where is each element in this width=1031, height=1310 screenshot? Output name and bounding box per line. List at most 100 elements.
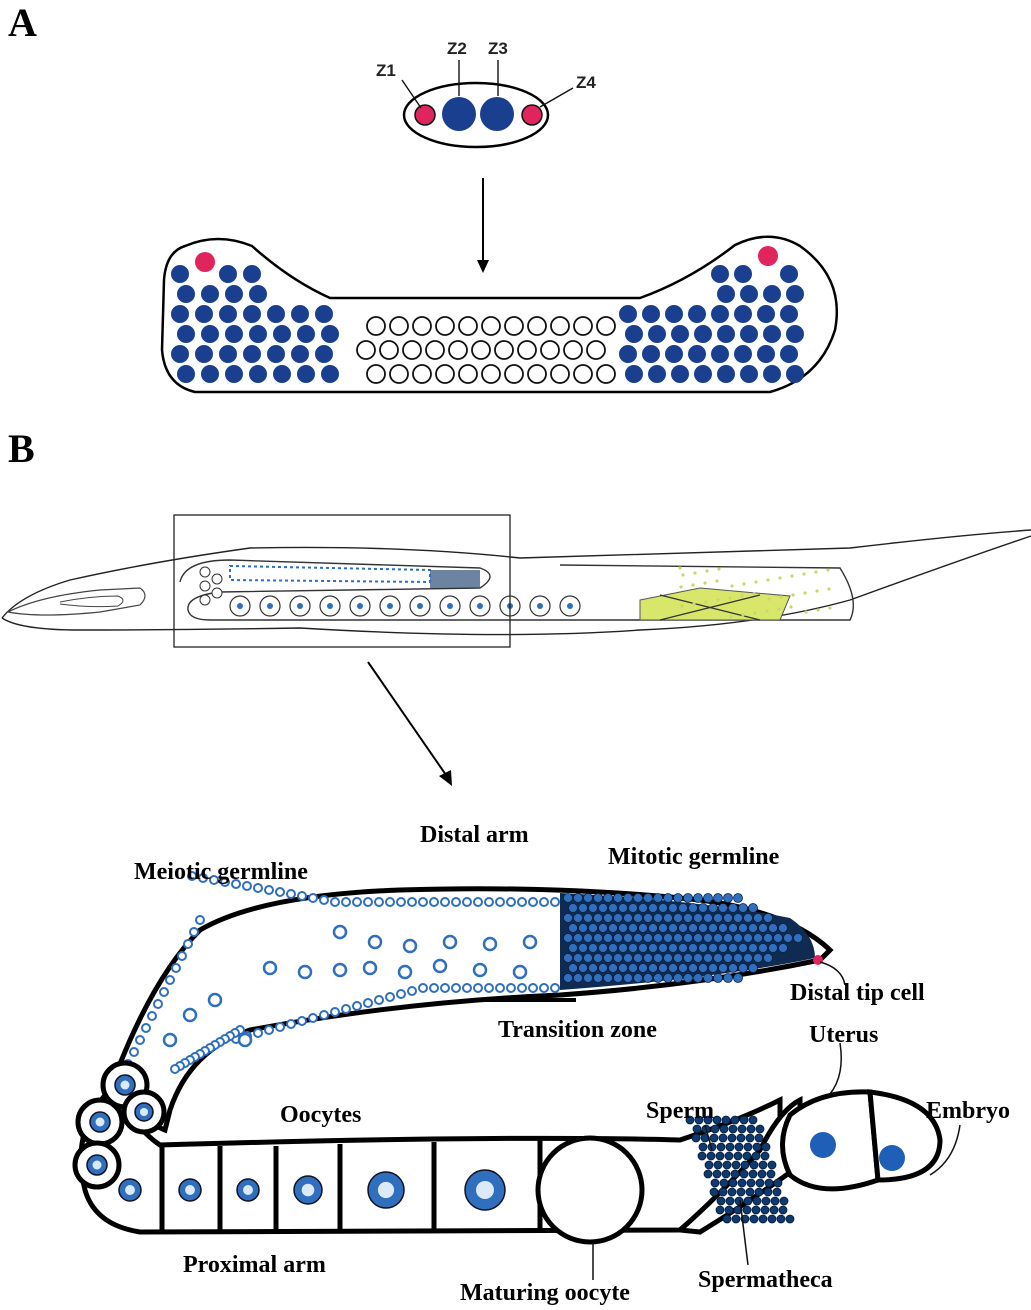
mitotic-nucleus [267,305,285,323]
mitotic-nucleus [664,934,673,943]
meiotic-nucleus [444,936,456,948]
meiotic-nucleus [485,898,493,906]
sperm-cell [729,1125,737,1133]
meiotic-nucleus [430,898,438,906]
mitotic-nucleus [629,944,638,953]
z1-cell [415,105,435,125]
mitotic-nucleus [291,345,309,363]
mitotic-nucleus [634,974,643,983]
worm-oocyte-nucleus [327,603,333,609]
meiotic-nucleus [529,898,537,906]
meiotic-nucleus [142,1024,150,1032]
mitotic-nucleus [564,934,573,943]
meiotic-nucleus [375,898,383,906]
mitotic-nucleus [729,924,738,933]
meiotic-nucleus [390,317,408,335]
mitotic-nucleus [769,944,778,953]
mitotic-nucleus [704,894,713,903]
meiotic-nucleus [375,996,383,1004]
left-distal-tip-cell [195,252,215,272]
mitotic-nucleus [784,934,793,943]
mitotic-nucleus [749,944,758,953]
worm-mitotic-zone [430,570,480,588]
mitotic-nucleus [671,365,689,383]
mitotic-nucleus [219,305,237,323]
sperm-cell [759,1161,767,1169]
mitotic-nucleus [688,305,706,323]
worm-yolk-dot [742,582,745,585]
panel-a-letter: A [8,0,37,45]
mitotic-nucleus [734,894,743,903]
mitotic-nucleus [659,924,668,933]
mitotic-nucleus [201,325,219,343]
sperm-cell [767,1170,775,1178]
mitotic-nucleus [689,904,698,913]
label-distal-arm: Distal arm [420,822,529,848]
sperm-cell [714,1161,722,1169]
sperm-cell [711,1125,719,1133]
mitotic-nucleus [719,964,728,973]
mitotic-nucleus [614,914,623,923]
mitotic-nucleus [774,934,783,943]
meiotic-nucleus [166,976,174,984]
meiotic-nucleus [190,928,198,936]
mitotic-nucleus [659,964,668,973]
z4-leader [540,88,573,107]
meiotic-nucleus [148,1012,156,1020]
sperm-cell [717,1197,725,1205]
mitotic-nucleus [704,914,713,923]
oocyte-nucleolus [302,1184,315,1197]
mitotic-nucleus [724,914,733,923]
sperm-cell [753,1197,761,1205]
sperm-cell [693,1125,701,1133]
mitotic-nucleus [714,914,723,923]
worm-oocyte-nucleus [417,603,423,609]
meiotic-nucleus [484,938,496,950]
mitotic-nucleus [225,285,243,303]
sperm-cell [773,1188,781,1196]
sperm-cell [704,1170,712,1178]
label-sperm: Sperm [646,1098,714,1124]
sperm-cell [753,1143,761,1151]
mitotic-nucleus [763,285,781,303]
mitotic-nucleus [757,345,775,363]
mitotic-nucleus [734,265,752,283]
worm-oocyte-nucleus [387,603,393,609]
sperm-cell [747,1179,755,1187]
worm-pharynx [8,588,145,615]
mitotic-nucleus [619,964,628,973]
mitotic-nucleus [614,934,623,943]
meiotic-nucleus [369,936,381,948]
mitotic-nucleus [569,964,578,973]
meiotic-nucleus [364,962,376,974]
mitotic-nucleus [243,305,261,323]
meiotic-nucleus [334,964,346,976]
arrow-a [477,178,489,273]
mitotic-nucleus [584,934,593,943]
z4-cell [522,105,542,125]
sperm-cell [786,1215,794,1223]
distal-tip-cell [813,955,823,965]
mitotic-nucleus [729,944,738,953]
sperm-cell [726,1143,734,1151]
worm-yolk-dot [814,570,817,573]
worm-yolk-dot [681,573,684,576]
meiotic-nucleus [386,898,394,906]
meiotic-nucleus [482,317,500,335]
meiotic-nucleus [254,884,262,892]
mitotic-nucleus [694,894,703,903]
mitotic-nucleus [569,924,578,933]
meiotic-nucleus [353,1002,361,1010]
meiotic-nucleus [353,898,361,906]
worm-yolk-dot [679,585,682,588]
meiotic-nucleus [287,890,295,898]
mitotic-nucleus [649,924,658,933]
mitotic-nucleus [694,934,703,943]
mitotic-nucleus [674,894,683,903]
mitotic-nucleus [624,954,633,963]
meiotic-nucleus [320,896,328,904]
label-uterus: Uterus [809,1022,878,1048]
meiotic-nucleus [178,952,186,960]
meiotic-nucleus [597,365,615,383]
